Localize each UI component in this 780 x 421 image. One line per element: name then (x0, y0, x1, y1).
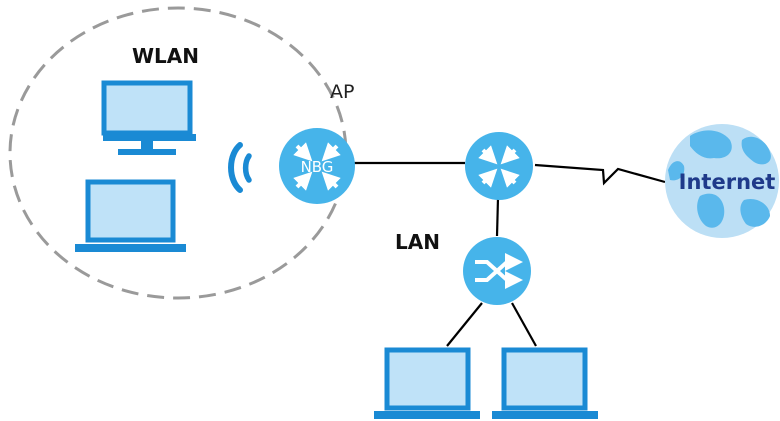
link-switch-laptop-left (446, 302, 483, 347)
laptop-icon (374, 347, 480, 419)
ap-label: AP (330, 81, 354, 103)
router-arrows-icon (478, 145, 520, 188)
desktop-monitor-icon (101, 80, 196, 155)
link-switch-laptop-right (511, 302, 537, 347)
link-router-internet (534, 163, 666, 186)
laptop-icon (75, 179, 186, 252)
laptop-icon (492, 347, 598, 419)
connection-lines (352, 161, 666, 347)
link-router-switch (495, 197, 500, 237)
switch-crossed-arrows-icon (475, 253, 523, 289)
router-node (465, 132, 533, 200)
lan-label: LAN (395, 230, 440, 254)
internet-label: Internet (679, 170, 776, 194)
router-arrows-icon (293, 142, 341, 191)
lan-switch-node (463, 237, 531, 305)
nbg-router-node: NBG (279, 128, 355, 204)
nbg-label: NBG (301, 158, 334, 176)
wlan-label: WLAN (132, 44, 199, 68)
globe-icon: Internet (665, 124, 779, 238)
wifi-signal-icon (228, 142, 252, 193)
